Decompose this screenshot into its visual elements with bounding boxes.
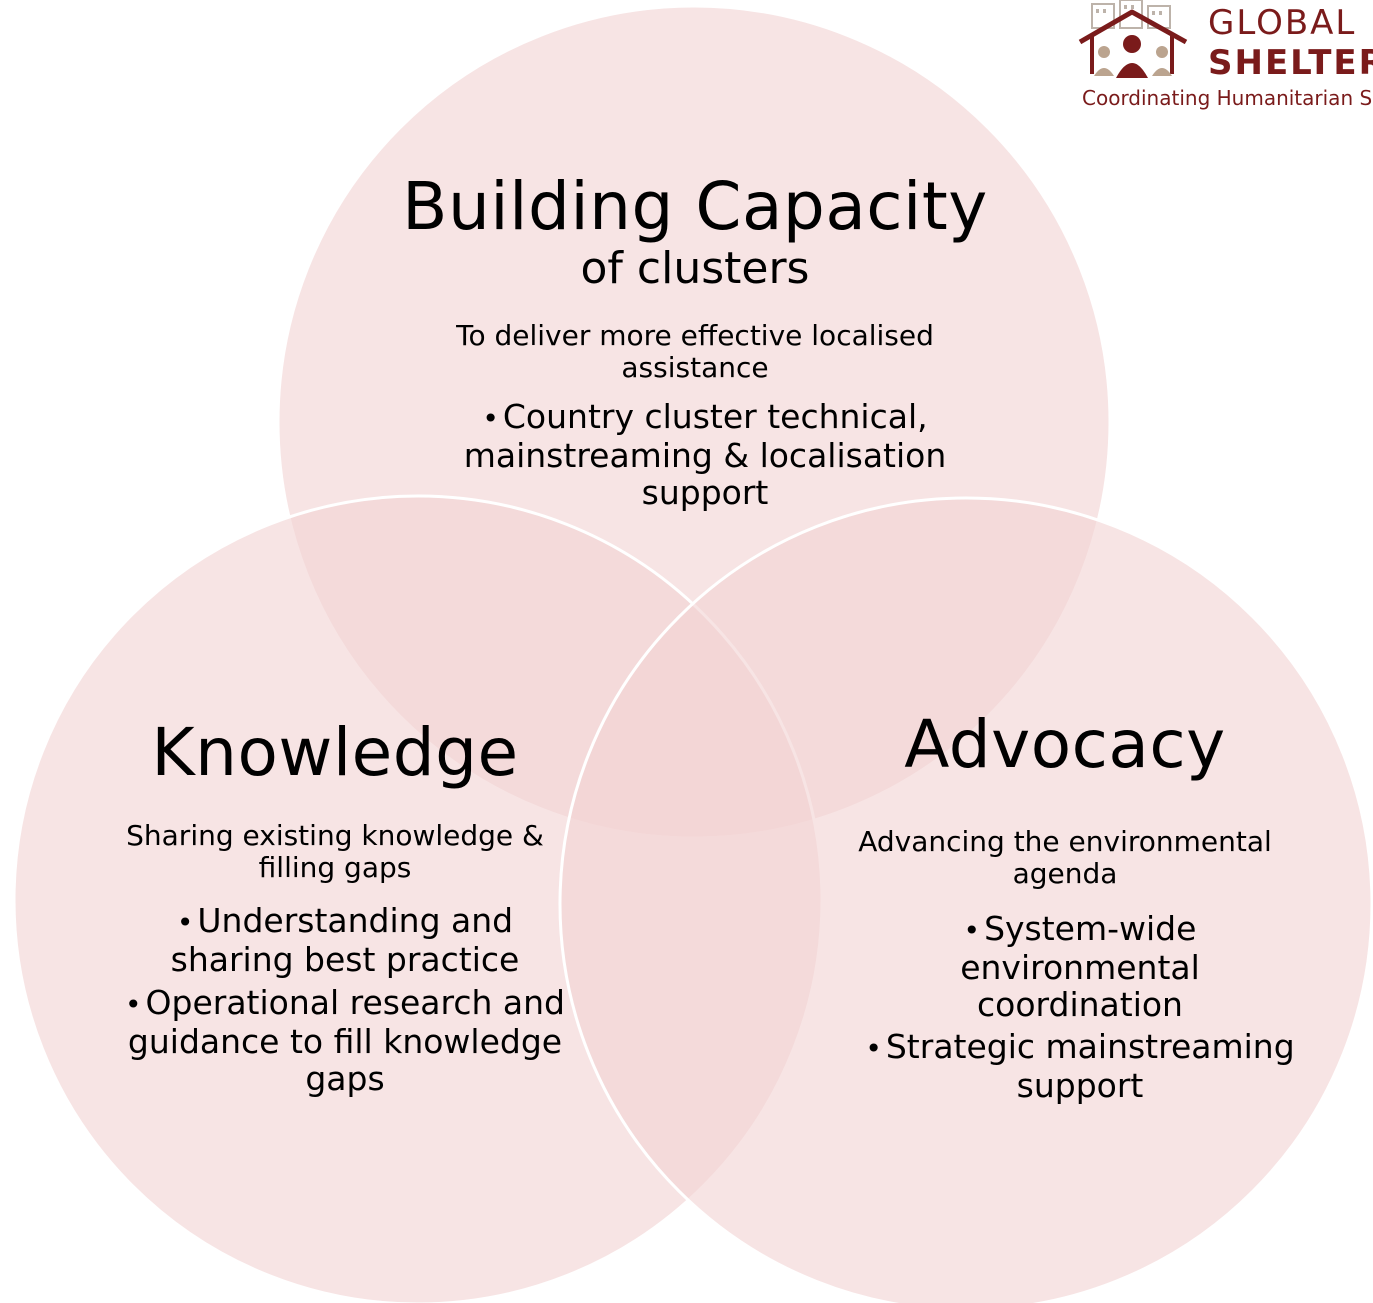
knowledge-bullet-2: •Operational research and guidance to fi… <box>90 984 600 1097</box>
knowledge-lead-text: Sharing existing knowledge & filling gap… <box>126 819 544 884</box>
building-capacity-title: Building Capacity <box>402 168 988 245</box>
knowledge-title: Knowledge <box>151 714 519 791</box>
bullet-dot-icon: • <box>865 1032 882 1065</box>
bullet-dot-icon: • <box>176 906 194 939</box>
advocacy-title: Advocacy <box>904 706 1226 783</box>
knowledge-bullet-1: •Understanding and sharing best practice <box>120 902 570 978</box>
knowledge-lead: Sharing existing knowledge & filling gap… <box>90 820 580 884</box>
bullet-dot-icon: • <box>963 914 981 947</box>
bullet-dot-icon: • <box>125 988 142 1021</box>
advocacy-lead-text: Advancing the environmental agenda <box>858 825 1272 890</box>
bullet-dot-icon: • <box>482 402 499 435</box>
building-capacity-bullet-text: Country cluster technical, mainstreaming… <box>463 397 947 512</box>
building-capacity-subtitle: of clusters <box>580 243 810 294</box>
logo-text-shelter: SHELTER <box>1208 43 1373 83</box>
global-shelter-logo: GLOBAL SHELTER Coordinating Humanitarian… <box>1072 0 1373 118</box>
knowledge-bullet-1-text: Understanding and sharing best practice <box>170 901 520 979</box>
building-capacity-bullet: •Country cluster technical, mainstreamin… <box>430 398 980 511</box>
building-capacity-lead: To deliver more effective localised assi… <box>420 320 970 384</box>
logo-text-global: GLOBAL <box>1208 3 1357 43</box>
advocacy-lead: Advancing the environmental agenda <box>830 826 1300 890</box>
advocacy-bullet-2: •Strategic mainstreaming support <box>830 1028 1330 1104</box>
advocacy-bullet-2-text: Strategic mainstreaming support <box>885 1027 1295 1105</box>
advocacy-bullet-1-text: System-wide environmental coordination <box>960 909 1200 1024</box>
circle-advocacy <box>558 496 1373 1303</box>
building-capacity-lead-text: To deliver more effective localised assi… <box>456 319 934 384</box>
shelter-house-people-icon <box>1078 0 1188 78</box>
logo-tagline: Coordinating Humanitarian Shelter <box>1082 86 1373 110</box>
advocacy-bullet-1: •System-wide environmental coordination <box>900 910 1260 1023</box>
knowledge-bullet-2-text: Operational research and guidance to fil… <box>127 983 565 1098</box>
